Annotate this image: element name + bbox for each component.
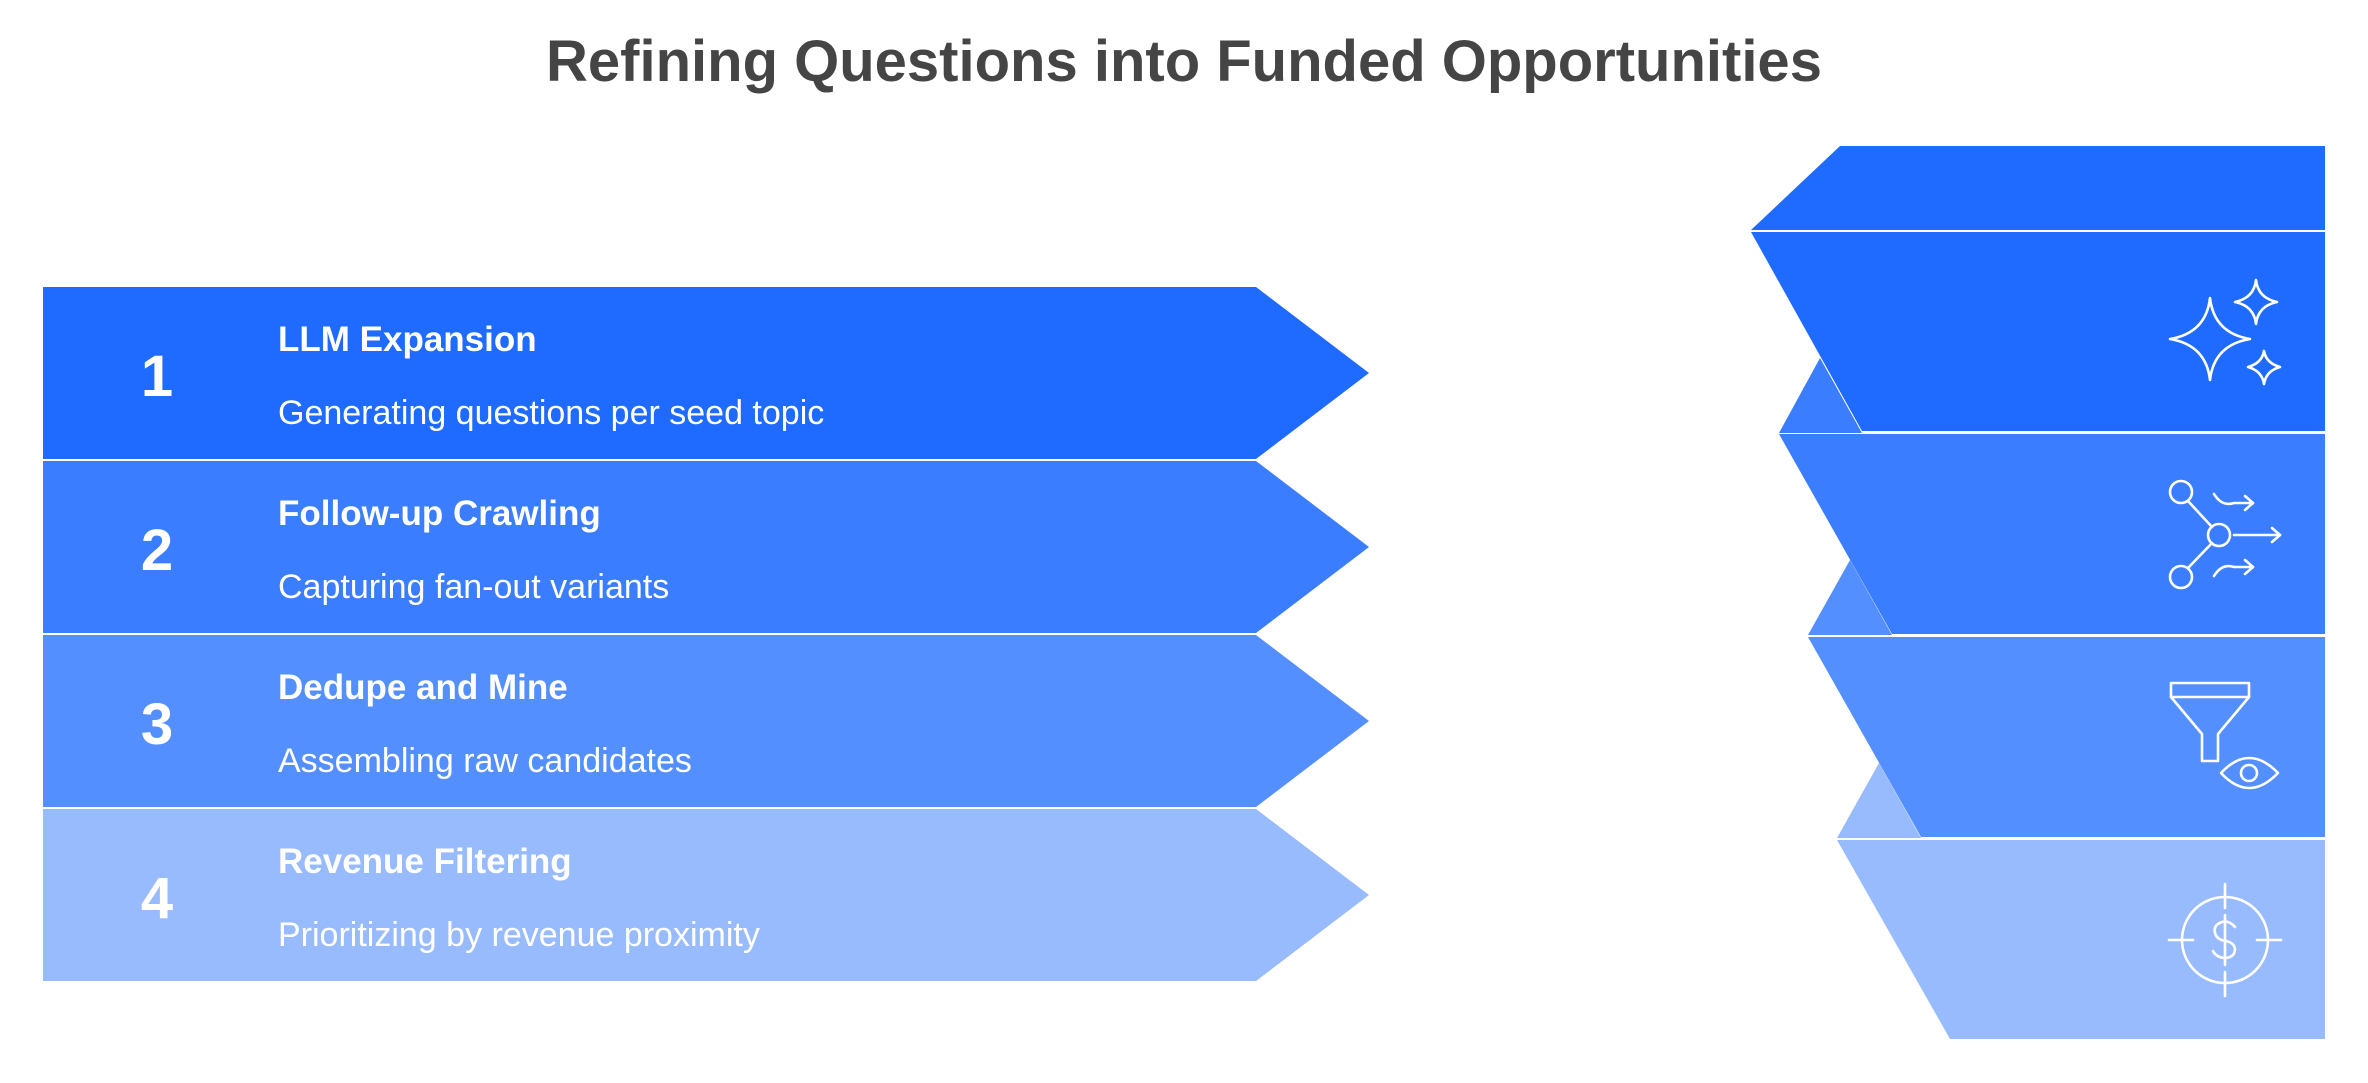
branching-arrows-icon [2168,479,2282,590]
funnel-top-cap [1751,146,2325,230]
step-number: 3 [141,692,173,757]
page-title: Refining Questions into Funded Opportuni… [546,29,1822,94]
funnel-fold-1 [1779,358,1862,433]
funnel-band-4 [1837,840,2325,1039]
step-arrow-shape [43,809,1369,981]
step-number: 4 [141,866,173,931]
step-number: 2 [141,518,173,583]
step-description: Capturing fan-out variants [278,568,669,606]
step-label: Revenue Filtering [278,842,572,881]
funnel-fold-2 [1808,560,1892,635]
step-label: Follow-up Crawling [278,494,601,533]
step-description: Generating questions per seed topic [278,394,824,432]
step-arrow-shape [43,635,1369,807]
funnel-band-1 [1751,232,2325,431]
step-description: Prioritizing by revenue proximity [278,916,760,954]
funnel-stack [1751,146,2325,1039]
step-description: Assembling raw candidates [278,742,692,780]
step-arrow-shape [43,287,1369,459]
step-arrow-shape [43,461,1369,633]
sparkles-icon [2168,278,2282,386]
step-number: 1 [141,344,173,409]
funnel-band-3 [1808,637,2325,837]
step-arrow-1: 1 LLM Expansion Generating questions per… [43,287,1369,459]
funnel-eye-icon [2169,681,2280,790]
step-arrow-3: 3 Dedupe and Mine Assembling raw candida… [43,635,1369,807]
step-arrow-2: 2 Follow-up Crawling Capturing fan-out v… [43,461,1369,633]
step-label: LLM Expansion [278,320,537,359]
step-label: Dedupe and Mine [278,668,568,707]
step-arrow-4: 4 Revenue Filtering Prioritizing by reve… [43,809,1369,981]
funnel-fold-3 [1837,763,1921,838]
dollar-target-icon [2167,882,2283,998]
